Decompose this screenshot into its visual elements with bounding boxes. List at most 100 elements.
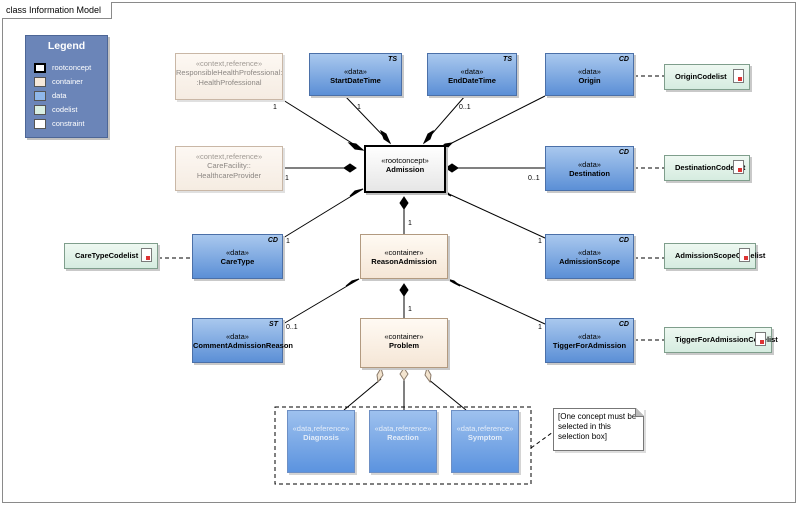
type-tag: ST [269, 321, 278, 328]
document-icon [733, 69, 744, 83]
node-diagnosis[interactable]: «data,reference» Diagnosis [287, 410, 355, 473]
legend-item-data: data [34, 91, 104, 103]
selection-box [274, 406, 532, 485]
diamond-destination [445, 163, 459, 173]
mult-carefacility: 1 [285, 175, 289, 182]
node-care-type[interactable]: CD «data» CareType [192, 234, 283, 279]
node-problem[interactable]: «container» Problem [360, 318, 448, 368]
node-origin[interactable]: CD «data» Origin [545, 53, 634, 96]
legend: Legend rootconcept container data codeli… [25, 35, 108, 138]
document-icon [733, 160, 744, 174]
class-name: CommentAdmissionReason [193, 341, 294, 350]
class-name: AdmissionScope [559, 257, 620, 266]
stereotype: «context,reference» [195, 59, 263, 68]
legend-swatch [34, 119, 46, 129]
node-end-date-time[interactable]: TS «data» EndDateTime [427, 53, 517, 96]
class-name: StartDateTime [330, 76, 381, 85]
mult-reason: 1 [408, 220, 412, 227]
node-symptom[interactable]: «data,reference» Symptom [451, 410, 519, 473]
stereotype: «data» [226, 248, 249, 257]
diamond-responsible [347, 142, 365, 151]
link-note [530, 431, 554, 449]
codelist-admission-scope[interactable]: AdmissionScopeCodelist [664, 243, 765, 269]
type-tag: CD [618, 149, 629, 156]
agg-diamond-reaction [399, 367, 409, 381]
class-name: EndDateTime [448, 76, 496, 85]
codelist-name: CareTypeCodelist [75, 251, 139, 260]
node-admission[interactable]: «rootconcept» Admission [364, 145, 446, 193]
codelist-origin[interactable]: OriginCodelist [664, 64, 750, 90]
class-name: CareFacility:: HealthcareProvider [196, 161, 262, 180]
class-name: Origin [578, 76, 601, 85]
class-name: ReasonAdmission [371, 257, 437, 266]
frame-title: class Information Model [2, 2, 113, 19]
stereotype: «data,reference» [292, 424, 350, 433]
legend-label: codelist [52, 105, 78, 114]
mult-responsible: 1 [273, 104, 277, 111]
assoc-origin [437, 95, 546, 151]
legend-label: rootconcept [52, 63, 92, 72]
type-tag: CD [618, 237, 629, 244]
stereotype: «context,reference» [195, 152, 263, 161]
diamond-tigger [446, 278, 461, 287]
codelist-care-type[interactable]: CareTypeCodelist [64, 243, 158, 269]
node-responsible-health-professional[interactable]: «context,reference» ResponsibleHealthPro… [175, 53, 283, 100]
legend-item-codelist: codelist [34, 105, 104, 117]
agg-diamond-symptom [424, 366, 432, 384]
codelist-tigger-for-admission[interactable]: TiggerForAdmissionCodelist [664, 327, 778, 353]
stereotype: «container» [384, 248, 424, 257]
class-name: Symptom [467, 433, 503, 442]
node-care-facility[interactable]: «context,reference» CareFacility:: Healt… [175, 146, 283, 191]
node-reaction[interactable]: «data,reference» Reaction [369, 410, 437, 473]
agg-diamond-diagnosis [376, 366, 384, 384]
stereotype: «container» [384, 332, 424, 341]
stereotype: «data» [578, 67, 601, 76]
stereotype: «data» [226, 332, 249, 341]
diamond-end [422, 129, 434, 145]
stereotype: «rootconcept» [381, 156, 429, 165]
node-admission-scope[interactable]: CD «data» AdmissionScope [545, 234, 634, 279]
codelist-destination[interactable]: DestinationCodelist [664, 155, 750, 181]
assoc-comment [282, 278, 360, 325]
class-name: ResponsibleHealthProfessional: :HealthPr… [176, 68, 283, 87]
type-tag: TS [388, 56, 397, 63]
diamond-comment [345, 278, 360, 287]
class-name: CareType [220, 257, 255, 266]
diamond-carefacility [343, 163, 357, 173]
legend-item-rootconcept: rootconcept [34, 63, 104, 75]
diamond-reason [399, 196, 409, 210]
legend-item-container: container [34, 77, 104, 89]
node-start-date-time[interactable]: TS «data» StartDateTime [309, 53, 402, 96]
diamond-start [380, 129, 392, 145]
document-icon [739, 248, 750, 262]
stereotype: «data» [344, 67, 367, 76]
stereotype: «data,reference» [374, 424, 432, 433]
constraint-note[interactable]: [One concept must be selected in this se… [553, 408, 644, 451]
class-name: Problem [388, 341, 419, 350]
assoc-scope [437, 188, 546, 239]
codelist-name: DestinationCodelist [675, 163, 746, 172]
type-tag: CD [618, 56, 629, 63]
legend-label: constraint [52, 119, 85, 128]
mult-comment: 0..1 [286, 324, 298, 331]
mult-scope: 1 [538, 238, 542, 245]
assoc-diagnosis [343, 378, 382, 411]
diamond-caretype [349, 188, 364, 197]
node-tigger-for-admission[interactable]: CD «data» TiggerForAdmission [545, 318, 634, 363]
legend-label: data [52, 91, 67, 100]
mult-start: 1 [357, 104, 361, 111]
legend-swatch [34, 91, 46, 101]
assoc-responsible [282, 99, 364, 151]
diamond-problem [399, 283, 409, 297]
node-comment-admission-reason[interactable]: ST «data» CommentAdmissionReason [192, 318, 294, 363]
node-reason-admission[interactable]: «container» ReasonAdmission [360, 234, 448, 279]
class-name: Admission [385, 165, 425, 174]
node-destination[interactable]: CD «data» Destination [545, 146, 634, 191]
stereotype: «data» [578, 160, 601, 169]
stereotype: «data,reference» [456, 424, 514, 433]
mult-tigger: 1 [538, 324, 542, 331]
stereotype: «data» [578, 248, 601, 257]
